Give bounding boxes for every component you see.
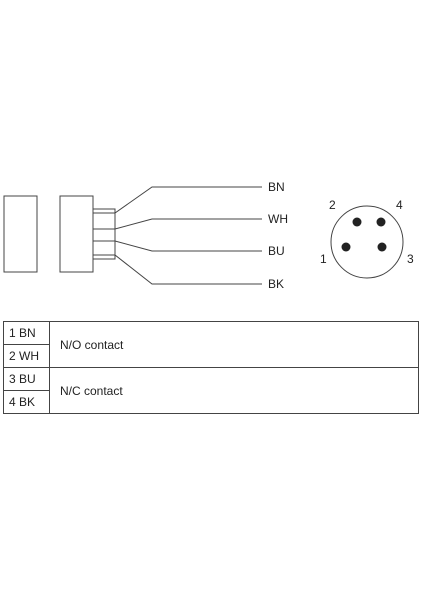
table-row: 1 BN N/O contact: [3, 321, 419, 368]
wire-cell: 4 BK: [3, 390, 50, 414]
actuator-block: [3, 195, 38, 273]
pin-number-1: 1: [320, 252, 327, 266]
contact-table: 1 BN N/O contact 2 WH 3 BU N/C contact 4…: [3, 321, 419, 414]
pin-number-2: 2: [329, 198, 336, 212]
wiring-diagram: BN WH BU BK 2 4 1 3: [3, 180, 414, 291]
function-cell: N/O contact: [49, 321, 419, 368]
wire-label-wh: WH: [268, 212, 288, 226]
sensor-body: [59, 195, 94, 273]
wire-bn: [93, 186, 262, 214]
connector-pin-2: [352, 217, 362, 227]
wire-wh: [93, 218, 262, 230]
wire-label-bn: BN: [268, 180, 285, 194]
wire-cell: 2 WH: [3, 344, 50, 368]
pin-number-3: 3: [407, 252, 414, 266]
wire-bk: [93, 254, 262, 285]
cable-sleeve: [92, 208, 116, 260]
connector-pin-3: [377, 242, 387, 252]
connector-pin-4: [376, 217, 386, 227]
table-row: 3 BU N/C contact: [3, 367, 419, 414]
table-row: 4 BK: [3, 390, 419, 414]
table-row: 2 WH: [3, 344, 419, 368]
connector-face: [330, 205, 404, 279]
wire-label-bk: BK: [268, 277, 284, 291]
connector-pin-1: [341, 242, 351, 252]
wire-bu: [93, 240, 262, 252]
pin-number-4: 4: [396, 198, 403, 212]
wire-cell: 3 BU: [3, 367, 50, 391]
wire-label-bu: BU: [268, 244, 285, 258]
wire-cell: 1 BN: [3, 321, 50, 345]
function-cell: N/C contact: [49, 367, 419, 414]
